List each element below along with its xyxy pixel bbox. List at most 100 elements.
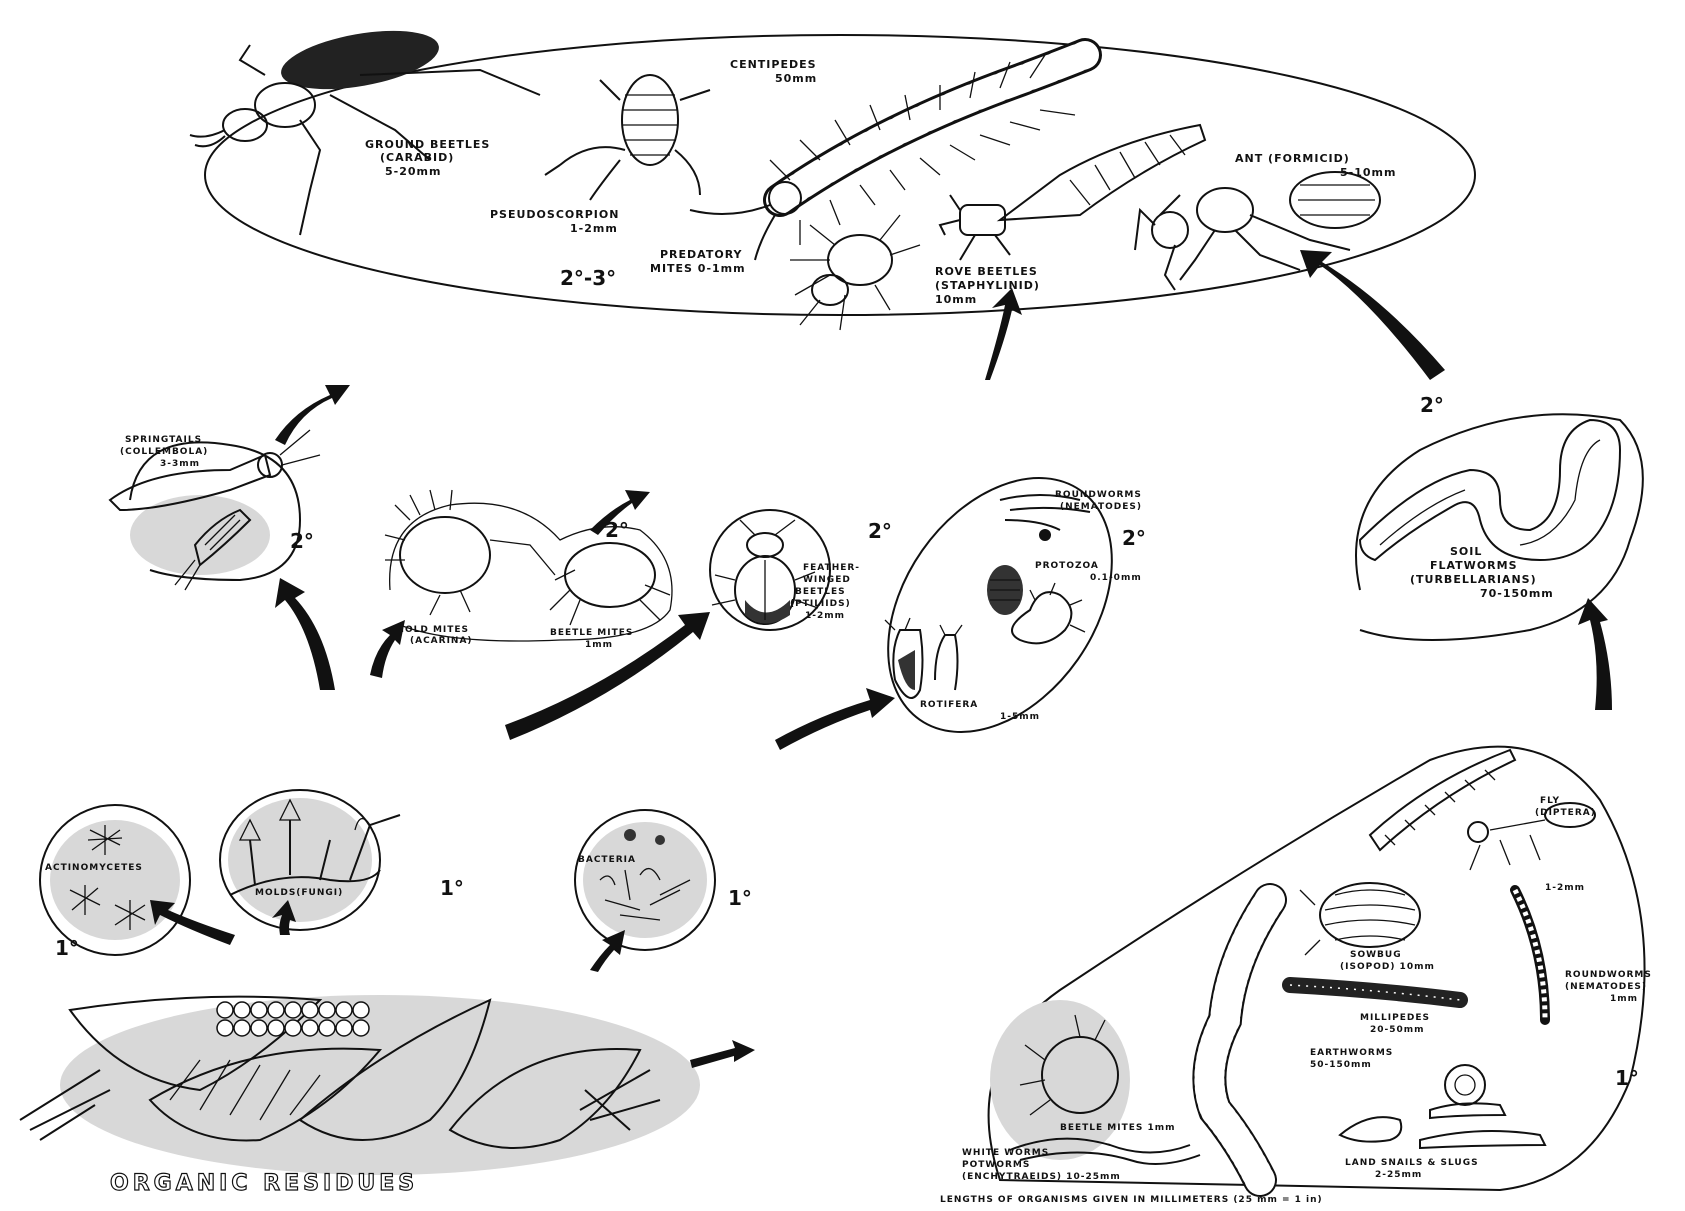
svg-text:50mm: 50mm — [775, 72, 817, 85]
svg-text:(ACARINA): (ACARINA) — [410, 636, 473, 646]
arrow-to-mold-mites — [370, 620, 405, 678]
svg-text:1-5mm: 1-5mm — [1000, 712, 1040, 722]
svg-text:SOWBUG: SOWBUG — [1350, 950, 1402, 960]
roundworms-right-label: ROUNDWORMS (NEMATODES) 1mm — [1565, 970, 1652, 1004]
predatory-mite-label: PREDATORY MITES 0-1mm — [650, 248, 746, 275]
svg-text:ANT (FORMICID): ANT (FORMICID) — [1235, 152, 1350, 165]
arrow-residues-to-detritivores — [690, 1040, 755, 1068]
arrow-to-bacteria — [590, 930, 625, 972]
millipedes-label: MILLIPEDES 20-50mm — [1360, 1013, 1430, 1035]
svg-text:(ISOPOD) 10mm: (ISOPOD) 10mm — [1340, 962, 1435, 972]
detritivores-level: 1° — [1615, 1066, 1639, 1090]
bacteria-level: 1° — [728, 886, 752, 910]
pseudoscorpion-illustration — [545, 75, 710, 200]
svg-text:(ENCHYTRAEIDS) 10-25mm: (ENCHYTRAEIDS) 10-25mm — [962, 1172, 1121, 1182]
detritivores-group: FLY (DIPTERA) 1-2mm SOWBUG (ISOPOD) 10mm… — [940, 747, 1652, 1205]
svg-text:1mm: 1mm — [1610, 994, 1638, 1004]
tertiary-level-label: 2°-3° — [560, 266, 616, 290]
centipede-label: CENTIPEDES 50mm — [730, 58, 817, 85]
organic-residues-group: ORGANIC RESIDUES — [20, 995, 700, 1196]
svg-text:ROVE BEETLES: ROVE BEETLES — [935, 265, 1038, 278]
detritivore-beetle-mites-label: BEETLE MITES 1mm — [1060, 1123, 1176, 1133]
springtails-group: SPRINGTAILS (COLLEMBOLA) 3-3mm 2° — [110, 430, 320, 590]
svg-text:PSEUDOSCORPION: PSEUDOSCORPION — [490, 208, 619, 221]
svg-text:(CARABID): (CARABID) — [380, 151, 454, 164]
flatworms-label: SOIL FLATWORMS (TURBELLARIANS) 70-150mm — [1410, 545, 1554, 600]
roundworms-label: ROUNDWORMS (NEMATODES) — [1055, 490, 1142, 512]
actinomycetes-label: ACTINOMYCETES — [45, 863, 143, 873]
fly-label: FLY (DIPTERA) 1-2mm — [1535, 796, 1596, 893]
feather-beetles-label: FEATHER- WINGED BEETLES (PTILIIDS) 1-2mm — [790, 563, 860, 621]
springtails-level: 2° — [290, 529, 314, 553]
molds-group: MOLDS(FUNGI) 1° — [220, 790, 464, 930]
flatworms-group: SOIL FLATWORMS (TURBELLARIANS) 70-150mm … — [1356, 393, 1643, 640]
svg-text:20-50mm: 20-50mm — [1370, 1025, 1425, 1035]
flatworms-level: 2° — [1420, 393, 1444, 417]
svg-text:SPRINGTAILS: SPRINGTAILS — [125, 435, 202, 445]
svg-text:5-10mm: 5-10mm — [1340, 166, 1396, 179]
svg-text:1-2mm: 1-2mm — [805, 611, 845, 621]
svg-text:50-150mm: 50-150mm — [1310, 1060, 1372, 1070]
svg-text:0.1-0mm: 0.1-0mm — [1090, 573, 1142, 583]
arrow-to-flatworms — [1578, 598, 1612, 710]
svg-text:PREDATORY: PREDATORY — [660, 248, 743, 261]
arrow-flatworm-to-ant — [1300, 250, 1445, 380]
svg-text:ROTIFERA: ROTIFERA — [920, 700, 978, 710]
svg-text:MITES 0-1mm: MITES 0-1mm — [650, 262, 746, 275]
svg-text:(DIPTERA): (DIPTERA) — [1535, 808, 1596, 818]
svg-text:(STAPHYLINID): (STAPHYLINID) — [935, 279, 1040, 292]
svg-text:WHITE WORMS: WHITE WORMS — [962, 1148, 1049, 1158]
protozoa-label: PROTOZOA 0.1-0mm — [1035, 561, 1142, 583]
mold-mites-label: MOLD MITES (ACARINA) — [395, 625, 473, 646]
actinomycetes-group: ACTINOMYCETES 1° — [40, 805, 190, 960]
pseudoscorpion-label: PSEUDOSCORPION 1-2mm — [490, 208, 619, 235]
mites-group: MOLD MITES (ACARINA) BEETLE MITES 1mm 2° — [385, 490, 672, 650]
feather-beetles-level: 2° — [868, 519, 892, 543]
protozoa-level: 2° — [1122, 526, 1146, 550]
rotifera-label: ROTIFERA 1-5mm — [920, 700, 1040, 722]
bacteria-label: BACTERIA — [578, 855, 636, 865]
svg-text:2-25mm: 2-25mm — [1375, 1170, 1422, 1180]
svg-text:MILLIPEDES: MILLIPEDES — [1360, 1013, 1430, 1023]
svg-text:5-20mm: 5-20mm — [385, 165, 441, 178]
svg-text:FLY: FLY — [1540, 796, 1560, 806]
svg-text:MOLD MITES: MOLD MITES — [395, 625, 469, 635]
snails-label: LAND SNAILS & SLUGS 2-25mm — [1345, 1158, 1479, 1180]
svg-text:FLATWORMS: FLATWORMS — [1430, 559, 1518, 572]
arrow-to-rotifera — [775, 688, 895, 750]
arrow-to-springtails — [275, 578, 335, 690]
ground-beetle-label: GROUND BEETLES (CARABID) 5-20mm — [365, 138, 490, 178]
svg-text:POTWORMS: POTWORMS — [962, 1160, 1030, 1170]
svg-text:WINGED: WINGED — [803, 575, 851, 585]
earthworms-label: EARTHWORMS 50-150mm — [1310, 1048, 1393, 1070]
svg-text:EARTHWORMS: EARTHWORMS — [1310, 1048, 1393, 1058]
svg-text:SOIL: SOIL — [1450, 545, 1482, 558]
svg-text:FEATHER-: FEATHER- — [803, 563, 860, 573]
svg-text:ROUNDWORMS: ROUNDWORMS — [1565, 970, 1652, 980]
svg-text:(PTILIIDS): (PTILIIDS) — [790, 599, 851, 609]
actinomycetes-level: 1° — [55, 936, 79, 960]
springtails-label: SPRINGTAILS (COLLEMBOLA) 3-3mm — [120, 435, 208, 469]
svg-text:10mm: 10mm — [935, 293, 977, 306]
molds-label: MOLDS(FUNGI) — [255, 888, 343, 898]
micro-fauna-group: ROUNDWORMS (NEMATODES) PROTOZOA 0.1-0mm … — [842, 436, 1158, 774]
bacteria-group: BACTERIA 1° — [575, 810, 752, 950]
svg-text:(TURBELLARIANS): (TURBELLARIANS) — [1410, 573, 1537, 586]
svg-text:ROUNDWORMS: ROUNDWORMS — [1055, 490, 1142, 500]
svg-text:70-150mm: 70-150mm — [1480, 587, 1554, 600]
svg-text:1-2mm: 1-2mm — [570, 222, 618, 235]
svg-text:(COLLEMBOLA): (COLLEMBOLA) — [120, 447, 208, 457]
arrow-springtails-up — [275, 385, 350, 445]
feather-beetles-group: FEATHER- WINGED BEETLES (PTILIIDS) 1-2mm… — [710, 510, 892, 630]
svg-text:BEETLE MITES: BEETLE MITES — [550, 628, 633, 638]
svg-text:BEETLES: BEETLES — [795, 587, 846, 597]
length-footnote: LENGTHS OF ORGANISMS GIVEN IN MILLIMETER… — [940, 1195, 1323, 1205]
svg-text:3-3mm: 3-3mm — [160, 459, 200, 469]
arrow-rove-beetle — [985, 288, 1022, 380]
svg-text:1mm: 1mm — [585, 640, 613, 650]
svg-text:LAND SNAILS & SLUGS: LAND SNAILS & SLUGS — [1345, 1158, 1479, 1168]
organic-residues-label: ORGANIC RESIDUES — [110, 1171, 418, 1196]
rove-beetle-illustration — [940, 125, 1205, 260]
rove-beetle-label: ROVE BEETLES (STAPHYLINID) 10mm — [935, 265, 1040, 306]
